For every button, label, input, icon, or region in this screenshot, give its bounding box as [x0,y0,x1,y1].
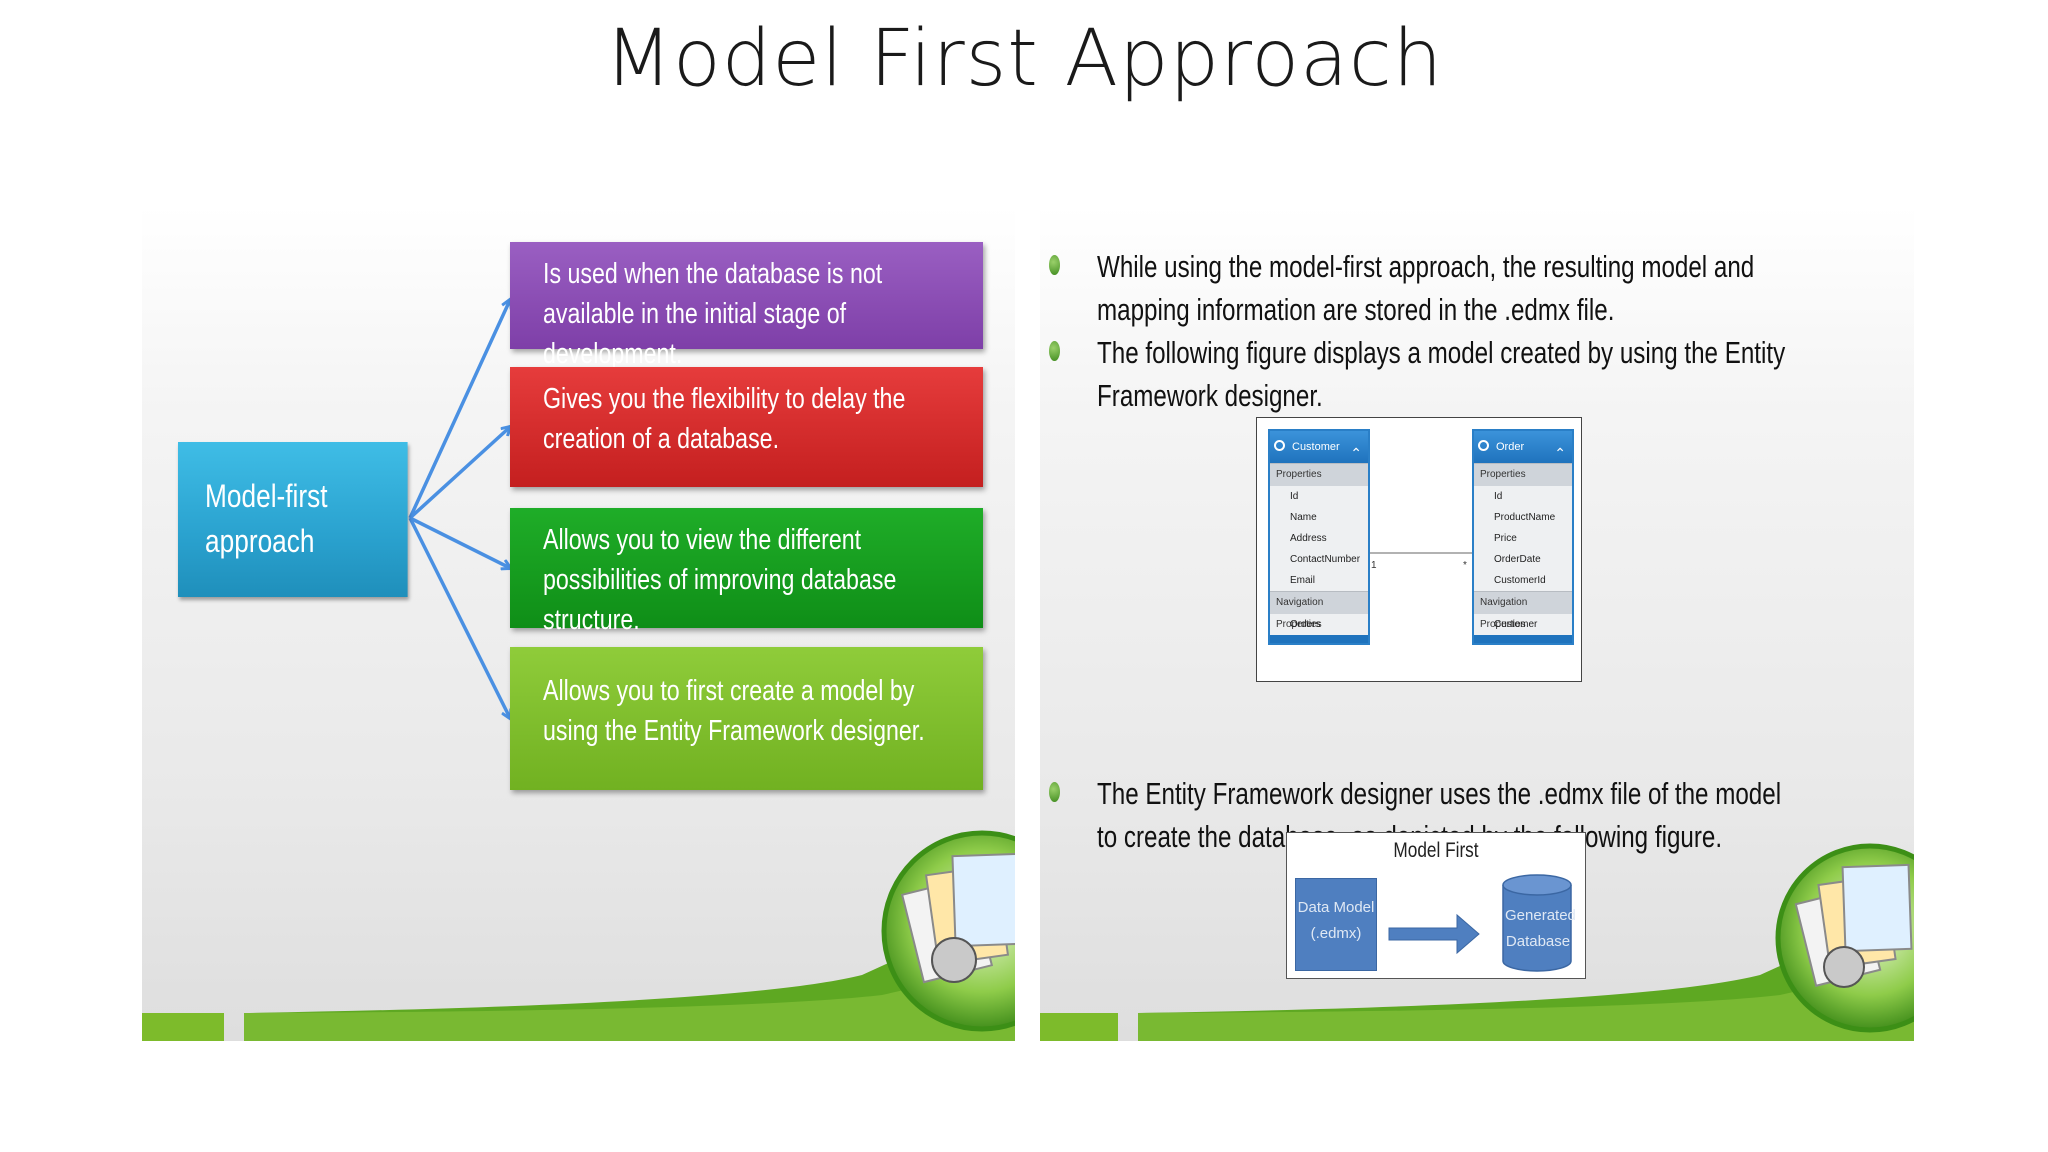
customer-entity: Customer ⌃ Properties Id Name Address Con… [1268,429,1370,645]
bullet-marker-icon [1049,341,1060,361]
feature-box-delay-creation: Gives you the flexibility to delay the c… [510,367,983,487]
database-icon [1502,885,1572,972]
left-slide-panel: Model-first approach Is used when the da… [142,205,1015,1041]
generated-database-label: Generated Database [1505,903,1576,955]
property-item: OrderDate [1474,549,1572,570]
bullet-marker-icon [1049,782,1060,802]
right-arrow-icon [1388,913,1480,955]
navigation-item: Orders [1270,614,1368,635]
model-first-figure: Model First Data Model (.edmx) Generated… [1286,832,1586,979]
data-model-sublabel: (.edmx) [1310,925,1362,942]
property-item: ContactNumber [1270,549,1368,570]
bullet-marker-icon [1049,255,1060,275]
feature-text: Allows you to view the different possibi… [543,524,897,636]
association-line: 1 * [1367,552,1473,571]
data-model-label: Data Model [1297,899,1375,916]
entity-name: Order [1496,441,1525,453]
property-item: Name [1270,507,1368,528]
entity-name: Customer [1292,441,1340,453]
property-item: CustomerId [1474,570,1572,591]
property-item: Email [1270,570,1368,591]
hub-label-line-2: approach [205,523,315,559]
collapse-chevron-icon: ⌃ [1350,445,1362,461]
feature-box-create-model-first: Allows you to first create a model by us… [510,647,983,790]
section-header: Properties [1270,463,1368,486]
db-label-line-1: Generated [1505,907,1576,924]
bullet-text: While using the model-first approach, th… [1097,249,1755,327]
data-model-box: Data Model (.edmx) [1295,878,1377,971]
feature-text: Allows you to first create a model by us… [543,675,925,747]
right-panel-decoration [1040,843,1914,1041]
entity-icon [1274,440,1285,451]
model-first-graphics [1388,874,1572,972]
slide-title: Model First Approach [604,14,1444,104]
branch-arrows [408,300,510,718]
right-slide-panel: While using the model-first approach, th… [1040,205,1914,1041]
collapse-chevron-icon: ⌃ [1554,445,1566,461]
bullet-text: The following figure displays a model cr… [1097,335,1786,413]
left-panel-decoration [142,205,1015,1041]
section-header: Properties [1474,463,1572,486]
feature-box-view-possibilities: Allows you to view the different possibi… [510,508,983,636]
property-item: Price [1474,528,1572,549]
multiplicity-left: 1 [1371,560,1377,571]
multiplicity-right: * [1463,560,1467,571]
model-first-approach-box: Model-first approach [178,442,408,597]
db-label-line-2: Database [1505,933,1571,950]
section-header: Navigation Properties [1270,591,1368,630]
hub-label-line-1: Model-first [205,478,328,514]
property-item: Address [1270,528,1368,549]
feature-text: Gives you the flexibility to delay the c… [543,383,906,455]
feature-box-database-unavailable: Is used when the database is not availab… [510,242,983,370]
section-header: Navigation Properties [1474,591,1572,630]
feature-text: Is used when the database is not availab… [543,258,883,370]
order-entity: Order ⌃ Properties Id ProductName Price O… [1472,429,1574,645]
entity-icon [1478,440,1489,451]
property-item: Id [1270,486,1368,507]
property-item: Id [1474,486,1572,507]
entity-diagram-figure: 1 * Customer ⌃ Properties Id Name Address… [1256,417,1582,682]
model-first-title: Model First [1393,839,1479,862]
navigation-item: Customer [1474,614,1572,635]
property-item: ProductName [1474,507,1572,528]
